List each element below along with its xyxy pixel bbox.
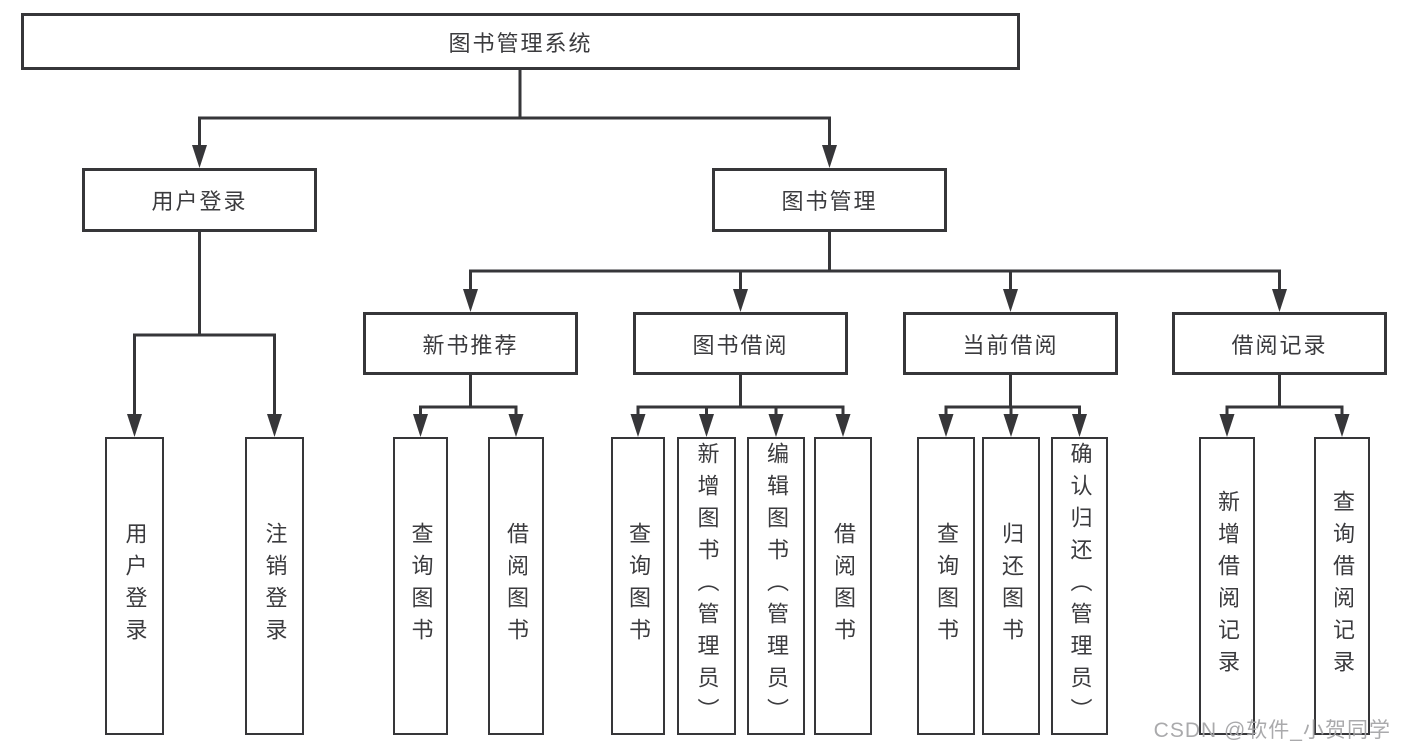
node-label: 用户登录 bbox=[151, 189, 248, 214]
leaf-query-books-borrow: 查询图书 bbox=[611, 437, 665, 735]
leaf-label: 归还图书 bbox=[999, 522, 1024, 650]
leaf-label: 查询图书 bbox=[408, 522, 434, 650]
node-root-system: 图书管理系统 bbox=[21, 13, 1020, 70]
node-book-management-branch: 图书管理 bbox=[712, 168, 947, 232]
leaf-label: 查询借阅记录 bbox=[1330, 490, 1355, 682]
leaf-borrow-books: 借阅图书 bbox=[814, 437, 872, 735]
node-label: 当前借阅 bbox=[962, 332, 1059, 358]
leaf-label: 借阅图书 bbox=[831, 522, 856, 650]
csdn-watermark: CSDN @软件_小贺同学 bbox=[1153, 719, 1391, 742]
node-label: 借阅记录 bbox=[1231, 332, 1328, 358]
leaf-label: 确认归还（管理员） bbox=[1067, 442, 1093, 730]
leaf-borrow-books-recommend: 借阅图书 bbox=[488, 437, 544, 735]
tree-edges bbox=[133, 70, 1344, 419]
node-new-book-recommend: 新书推荐 bbox=[363, 312, 578, 375]
node-root-label: 图书管理系统 bbox=[448, 30, 593, 56]
leaf-query-borrow-record: 查询借阅记录 bbox=[1314, 437, 1370, 735]
node-borrow-records: 借阅记录 bbox=[1172, 312, 1387, 375]
leaf-user-login: 用户登录 bbox=[105, 437, 164, 735]
leaf-label: 借阅图书 bbox=[504, 522, 529, 650]
node-current-borrow: 当前借阅 bbox=[903, 312, 1118, 375]
leaf-query-books-recommend: 查询图书 bbox=[393, 437, 448, 735]
leaf-label: 用户登录 bbox=[122, 522, 148, 650]
node-user-login-branch: 用户登录 bbox=[82, 168, 317, 232]
leaf-label: 查询图书 bbox=[934, 522, 959, 650]
leaf-edit-books-admin: 编辑图书（管理员） bbox=[747, 437, 805, 735]
leaf-label: 新增图书（管理员） bbox=[694, 442, 720, 730]
leaf-add-borrow-record: 新增借阅记录 bbox=[1199, 437, 1255, 735]
leaf-label: 查询图书 bbox=[626, 522, 651, 650]
leaf-query-books-current: 查询图书 bbox=[917, 437, 975, 735]
leaf-add-books-admin: 新增图书（管理员） bbox=[677, 437, 736, 735]
node-label: 新书推荐 bbox=[422, 332, 519, 358]
leaf-confirm-return-admin: 确认归还（管理员） bbox=[1051, 437, 1108, 735]
node-book-borrow: 图书借阅 bbox=[633, 312, 848, 375]
leaf-return-books: 归还图书 bbox=[982, 437, 1040, 735]
leaf-label: 新增借阅记录 bbox=[1215, 490, 1240, 682]
leaf-logout: 注销登录 bbox=[245, 437, 304, 735]
leaf-label: 注销登录 bbox=[262, 522, 288, 650]
arrowheads bbox=[127, 145, 1350, 437]
node-label: 图书借阅 bbox=[692, 332, 789, 358]
leaf-label: 编辑图书（管理员） bbox=[764, 442, 789, 730]
node-label: 图书管理 bbox=[781, 189, 878, 214]
